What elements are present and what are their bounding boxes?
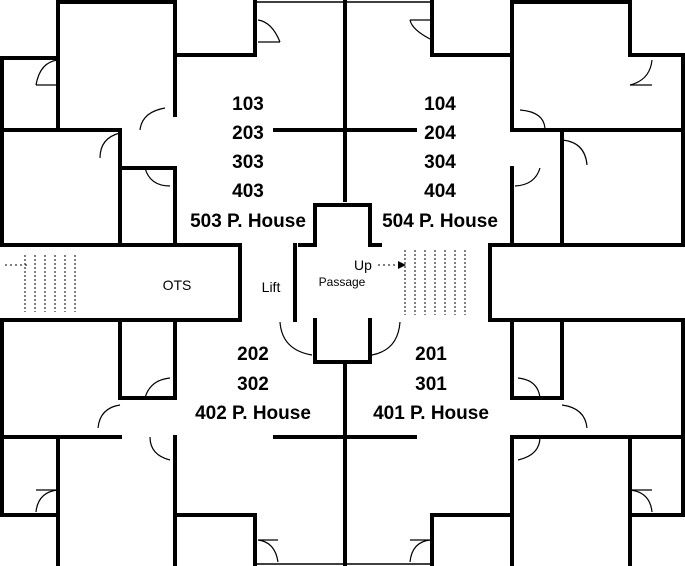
door-arc <box>35 489 59 513</box>
door-arc <box>561 404 588 429</box>
center-core <box>0 203 685 364</box>
door-arc <box>97 404 121 429</box>
unit-labels-top-right: 104 204 304 404 504 P. House <box>382 94 498 232</box>
door-arc <box>519 109 546 131</box>
unit-label: 204 <box>424 123 456 144</box>
quadrant-bottom-right <box>343 318 685 566</box>
lift-label: Lift <box>262 279 281 295</box>
unit-label: 401 P. House <box>373 403 489 424</box>
door-arc <box>99 132 121 159</box>
unit-label: 302 <box>237 374 269 395</box>
door-arc <box>629 59 653 86</box>
door-arc <box>409 539 431 563</box>
unit-label: 104 <box>424 94 456 115</box>
unit-label: 103 <box>232 94 264 115</box>
door-arc <box>257 539 279 563</box>
right-stair <box>378 250 466 315</box>
quadrant-top-left <box>0 0 347 247</box>
door-arc <box>144 167 171 187</box>
passage-label: Passage <box>319 275 366 289</box>
unit-label: 304 <box>424 152 456 173</box>
door-arc <box>371 321 401 356</box>
door-arc <box>257 19 281 43</box>
up-label: Up <box>354 257 372 273</box>
unit-label: 402 P. House <box>195 403 311 424</box>
unit-label: 503 P. House <box>190 211 306 232</box>
ots-label: OTS <box>163 277 192 293</box>
door-arc <box>409 19 433 41</box>
door-arc <box>561 139 588 166</box>
door-arc <box>35 59 59 86</box>
unit-labels-bottom-left: 202 302 402 P. House <box>195 344 311 424</box>
door-arc <box>144 377 171 399</box>
unit-label: 203 <box>232 123 264 144</box>
unit-labels-top-left: 103 203 303 403 503 P. House <box>190 94 306 232</box>
unit-label: 202 <box>237 344 269 365</box>
door-arc <box>517 377 541 399</box>
unit-label: 403 <box>232 181 264 202</box>
unit-label: 404 <box>424 181 456 202</box>
arrow-right-icon <box>398 261 406 269</box>
unit-labels-bottom-right: 201 301 401 P. House <box>373 344 489 424</box>
door-arc <box>629 489 653 513</box>
door-arc <box>514 167 541 187</box>
unit-label: 201 <box>415 344 447 365</box>
unit-label: 303 <box>232 152 264 173</box>
unit-label: 504 P. House <box>382 211 498 232</box>
door-arc <box>139 107 166 131</box>
door-arc <box>517 436 541 461</box>
door-arc <box>279 321 313 356</box>
door-arc <box>149 436 171 461</box>
quadrant-top-right <box>343 0 685 247</box>
quadrant-bottom-left <box>0 318 347 566</box>
left-stair <box>5 255 76 312</box>
unit-label: 301 <box>415 374 447 395</box>
